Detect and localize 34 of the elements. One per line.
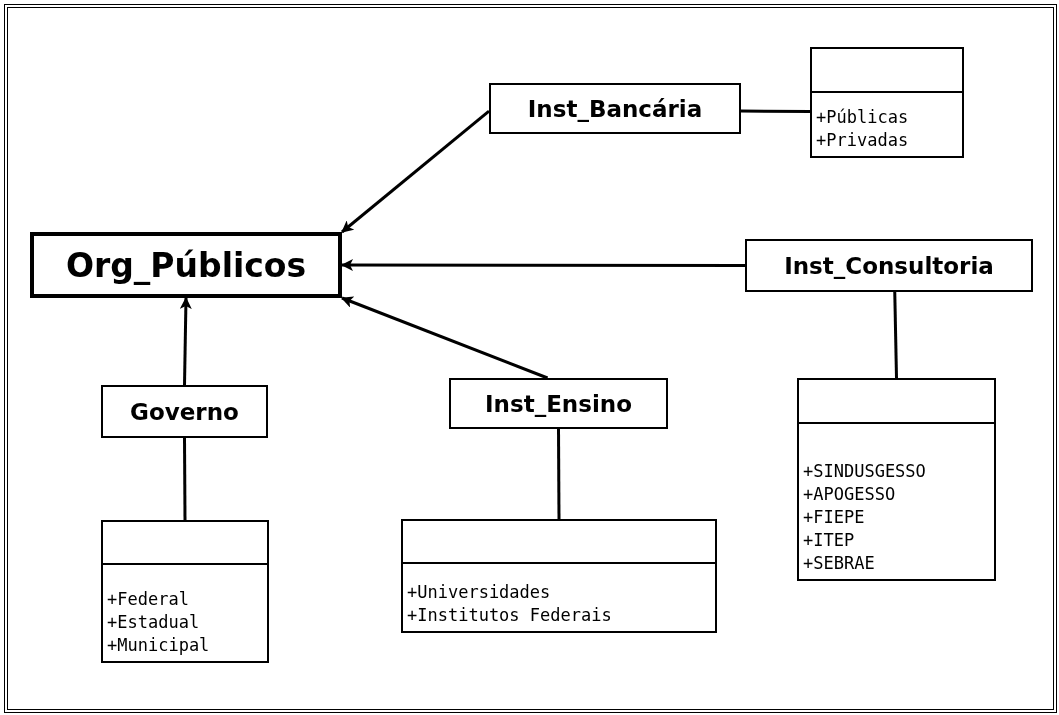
attribute-text: +Municipal (107, 634, 210, 657)
arrow (341, 296, 549, 380)
class-name: Governo (129, 398, 240, 425)
class-name: Inst_Consultoria (783, 252, 995, 279)
attribute-text: +SEBRAE (803, 552, 875, 575)
class-box (810, 47, 964, 158)
attribute-text: +Estadual (107, 611, 200, 634)
class-name-box (745, 239, 1033, 292)
attribute-text: +Universidades (407, 581, 551, 604)
attribute-text: +SINDUSGESSO (803, 460, 926, 483)
class-name: Org_Públicos (64, 245, 308, 285)
attribute-text: +FIEPE (803, 506, 865, 529)
class-box (797, 378, 996, 581)
class-box (401, 519, 717, 633)
association-line (893, 291, 898, 379)
attribute-text: +Privadas (816, 129, 909, 152)
class-name-box (489, 83, 741, 134)
arrow (341, 259, 745, 271)
association-line (183, 438, 187, 520)
class-name: Inst_Ensino (484, 390, 633, 417)
arrow (341, 109, 490, 234)
attribute-text: +Federal (107, 588, 189, 611)
arrow (179, 297, 192, 386)
attribute-text: +ITEP (803, 529, 855, 552)
class-name-box (449, 378, 668, 429)
attribute-text: +APOGESSO (803, 483, 896, 506)
attribute-text: +Públicas (816, 106, 909, 129)
attribute-text: +Institutos Federais (407, 604, 612, 627)
class-box (101, 520, 269, 663)
association-line (741, 109, 810, 113)
class-name: Inst_Bancária (526, 95, 704, 122)
class-name-box (101, 385, 268, 438)
association-line (557, 429, 561, 519)
class-name-box (30, 232, 342, 298)
